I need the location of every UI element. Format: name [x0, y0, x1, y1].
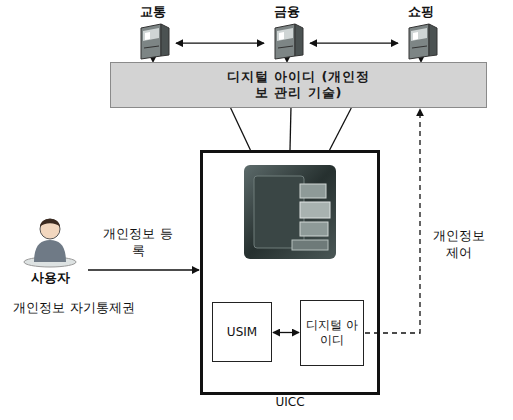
- server-slot: [144, 46, 159, 48]
- node-text: 디지털 아이디 (개인정보 관리 기술): [224, 69, 374, 102]
- node-text: USIM: [227, 325, 257, 340]
- node-text: 금융: [262, 4, 312, 20]
- server-icon: [133, 22, 173, 60]
- connector: [176, 43, 264, 44]
- server-side: [161, 24, 169, 56]
- server-icon: [401, 22, 441, 60]
- edge-label: 개인정보 등록: [98, 226, 178, 260]
- server-front: [141, 24, 161, 59]
- usim-box: USIM: [212, 302, 272, 362]
- person-hair: [40, 219, 60, 227]
- caption-label: 개인정보 자기통제권: [2, 300, 146, 317]
- server-node: 쇼핑: [396, 4, 446, 60]
- technology-band: 디지털 아이디 (개인정보 관리 기술): [110, 62, 487, 108]
- edge-label: 개인정보 제어: [424, 228, 494, 262]
- server-panel: [143, 28, 159, 41]
- chip-layer: [254, 176, 304, 248]
- server-side: [295, 24, 303, 56]
- connector: [273, 332, 299, 333]
- server-icon: [267, 22, 307, 60]
- node-text: 사용자: [16, 270, 84, 286]
- chip-layer: [300, 184, 326, 198]
- person-icon: [22, 212, 78, 268]
- chip-image: [244, 165, 336, 259]
- digital-id-box: 디지털 아이디: [300, 300, 364, 366]
- chip-layer: [292, 240, 328, 250]
- server-node: 교통: [128, 4, 178, 60]
- person-head: [40, 219, 60, 239]
- server-panel: [411, 28, 427, 41]
- server-panel: [277, 28, 293, 41]
- connector: [231, 108, 251, 150]
- dashed-arrow: [365, 109, 420, 333]
- chip-body: [244, 165, 336, 259]
- uicc-card: UICCUSIM디지털 아이디: [200, 150, 380, 395]
- server-side: [429, 24, 437, 56]
- server-panel: [413, 32, 418, 40]
- connector: [88, 269, 199, 270]
- chip-layer: [300, 222, 328, 236]
- server-node: 금융: [262, 4, 312, 60]
- server-slot: [278, 46, 293, 48]
- connector: [310, 43, 398, 44]
- node-text: UICC: [203, 395, 377, 410]
- server-slot: [412, 46, 427, 48]
- connector: [330, 108, 352, 150]
- server-panel: [145, 32, 150, 40]
- connector: [289, 108, 291, 150]
- node-text: 쇼핑: [396, 4, 446, 20]
- node-text: 디지털 아이디: [305, 318, 359, 348]
- person-body: [34, 240, 66, 262]
- chip-layer: [300, 202, 330, 218]
- server-front: [409, 24, 429, 59]
- server-panel: [279, 32, 284, 40]
- user-node: 사용자: [16, 212, 84, 286]
- node-text: 교통: [128, 4, 178, 20]
- server-front: [275, 24, 295, 59]
